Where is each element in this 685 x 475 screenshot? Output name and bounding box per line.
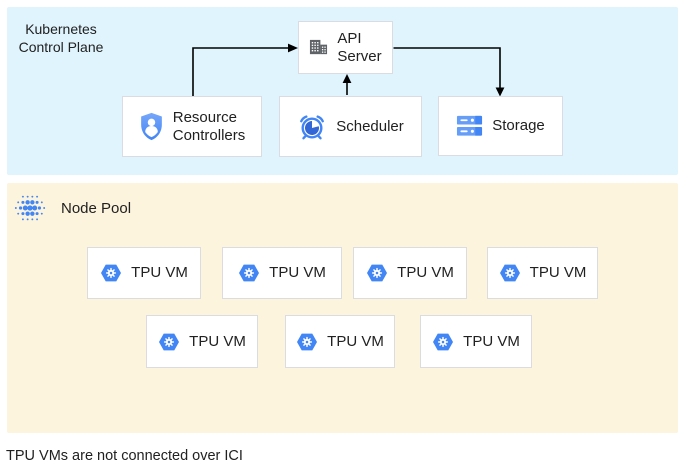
tpu-vm-label: TPU VM: [131, 264, 188, 281]
tpu-hexagon-icon: [367, 264, 388, 282]
tpu-vm-label: TPU VM: [529, 264, 587, 281]
dots-grid-icon: [14, 195, 46, 221]
tpu-vm-node: TPU VM: [87, 247, 201, 299]
tpu-vm-node: TPU VM: [353, 247, 467, 299]
storage-stack-icon: [457, 115, 483, 136]
caption: TPU VMs are not connected over ICI: [6, 448, 243, 464]
tpu-hexagon-icon: [159, 333, 180, 350]
shield-user-icon: [140, 112, 162, 141]
tpu-vm-node: TPU VM: [487, 247, 598, 299]
api-server-node: API Server: [298, 21, 393, 74]
resource-controllers-label: Resource Controllers: [172, 108, 246, 144]
node-pool-title: Node Pool: [61, 200, 132, 217]
tpu-hexagon-icon: [433, 333, 454, 350]
building-icon: [310, 39, 328, 55]
tpu-hexagon-icon: [499, 264, 520, 282]
storage-label: Storage: [492, 117, 545, 134]
tpu-hexagon-icon: [239, 264, 260, 282]
alarm-clock-icon: [300, 114, 325, 139]
tpu-vm-label: TPU VM: [397, 264, 454, 281]
scheduler-node: Scheduler: [279, 96, 422, 157]
tpu-vm-label: TPU VM: [189, 332, 246, 350]
tpu-vm-node: TPU VM: [285, 315, 395, 368]
resource-controllers-node: Resource Controllers: [122, 96, 262, 157]
tpu-hexagon-icon: [297, 333, 318, 350]
tpu-vm-node: TPU VM: [222, 247, 342, 299]
tpu-vm-label: TPU VM: [269, 264, 326, 281]
tpu-vm-node: TPU VM: [420, 315, 532, 368]
storage-node: Storage: [438, 96, 563, 156]
node-pool-region: [7, 183, 678, 433]
tpu-hexagon-icon: [101, 264, 122, 282]
tpu-vm-label: TPU VM: [463, 332, 520, 350]
api-server-label: API Server: [337, 29, 382, 65]
tpu-vm-node: TPU VM: [146, 315, 258, 368]
scheduler-label: Scheduler: [336, 117, 404, 135]
tpu-vm-label: TPU VM: [327, 332, 384, 350]
control-plane-title: Kubernetes Control Plane: [18, 21, 104, 55]
